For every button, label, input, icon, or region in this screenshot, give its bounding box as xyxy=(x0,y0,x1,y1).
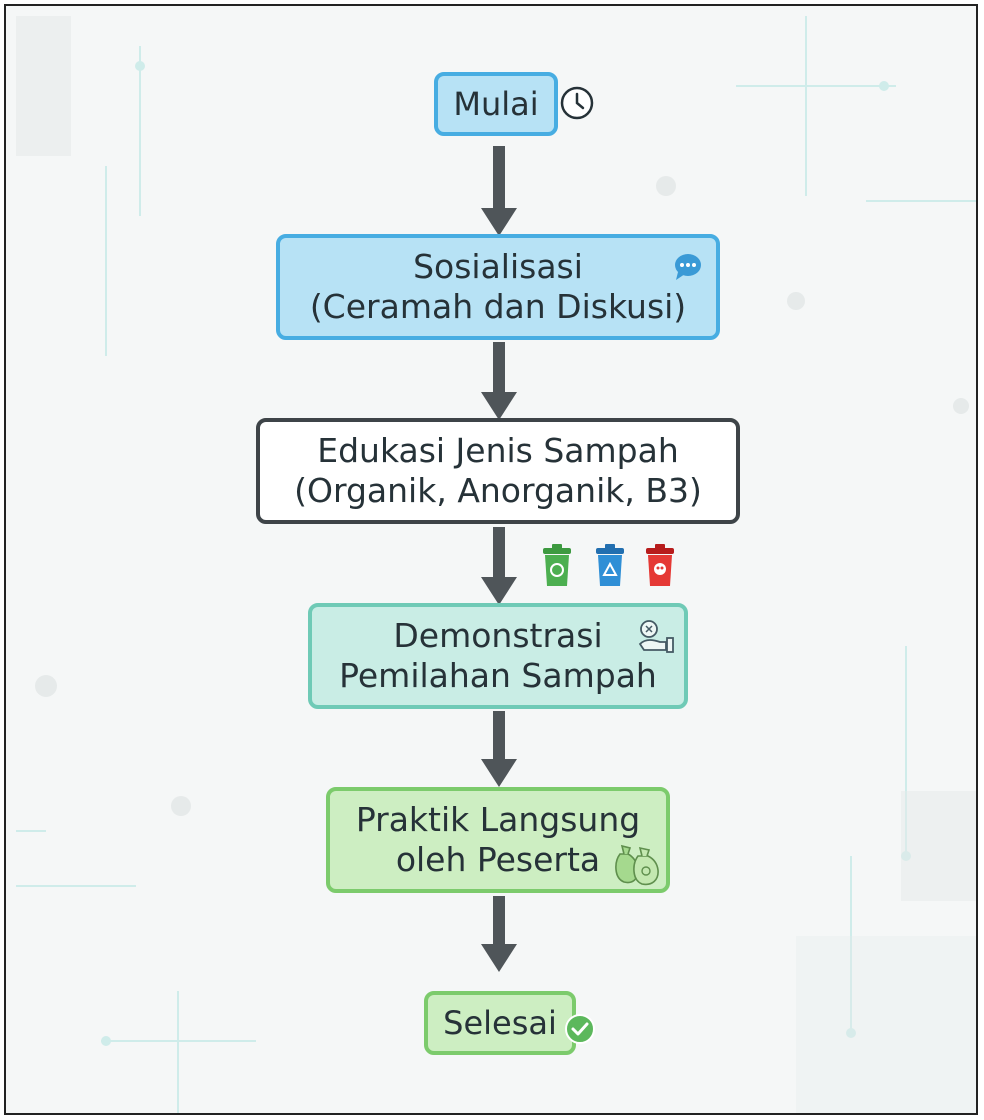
arrow-head xyxy=(481,759,517,787)
check-circle-icon xyxy=(565,1014,595,1044)
node-label: Selesai xyxy=(443,1004,557,1042)
node-sosialisasi: Sosialisasi (Ceramah dan Diskusi) xyxy=(276,234,720,340)
hazardous-bin-icon xyxy=(646,544,674,586)
node-label-line-2: oleh Peserta xyxy=(395,840,601,879)
arrow-head xyxy=(481,577,517,605)
clock-icon xyxy=(560,86,594,120)
node-selesai: Selesai xyxy=(424,991,576,1055)
node-edukasi: Edukasi Jenis Sampah (Organik, Anorganik… xyxy=(256,418,740,524)
node-label: Mulai xyxy=(453,85,539,123)
flowchart-frame: Mulai Sosialisasi (Ceramah dan Diskusi) … xyxy=(4,4,978,1115)
arrow-head xyxy=(481,392,517,420)
organic-bin-icon xyxy=(543,544,571,586)
node-demonstrasi: Demonstrasi Pemilahan Sampah xyxy=(308,603,688,709)
background-decoration xyxy=(16,16,976,1113)
chat-bubble-icon xyxy=(675,254,701,280)
node-label-line-2: (Organik, Anorganik, B3) xyxy=(294,471,702,510)
arrow-head xyxy=(481,208,517,236)
flow-arrows xyxy=(481,146,517,972)
node-label-line-2: Pemilahan Sampah xyxy=(339,656,657,695)
node-label-line-1: Sosialisasi xyxy=(413,247,583,286)
hand-sorting-icon xyxy=(638,620,674,653)
node-praktik: Praktik Langsung oleh Peserta xyxy=(326,787,670,893)
node-mulai: Mulai xyxy=(434,72,558,136)
node-label-line-1: Edukasi Jenis Sampah xyxy=(317,431,679,470)
node-label-line-1: Praktik Langsung xyxy=(355,800,641,839)
node-label-line-2: (Ceramah dan Diskusi) xyxy=(309,287,687,326)
node-label-line-1: Demonstrasi xyxy=(393,616,603,655)
recycle-bin-icon xyxy=(596,544,624,586)
arrow-head xyxy=(481,944,517,972)
trash-bags-icon xyxy=(615,844,659,886)
